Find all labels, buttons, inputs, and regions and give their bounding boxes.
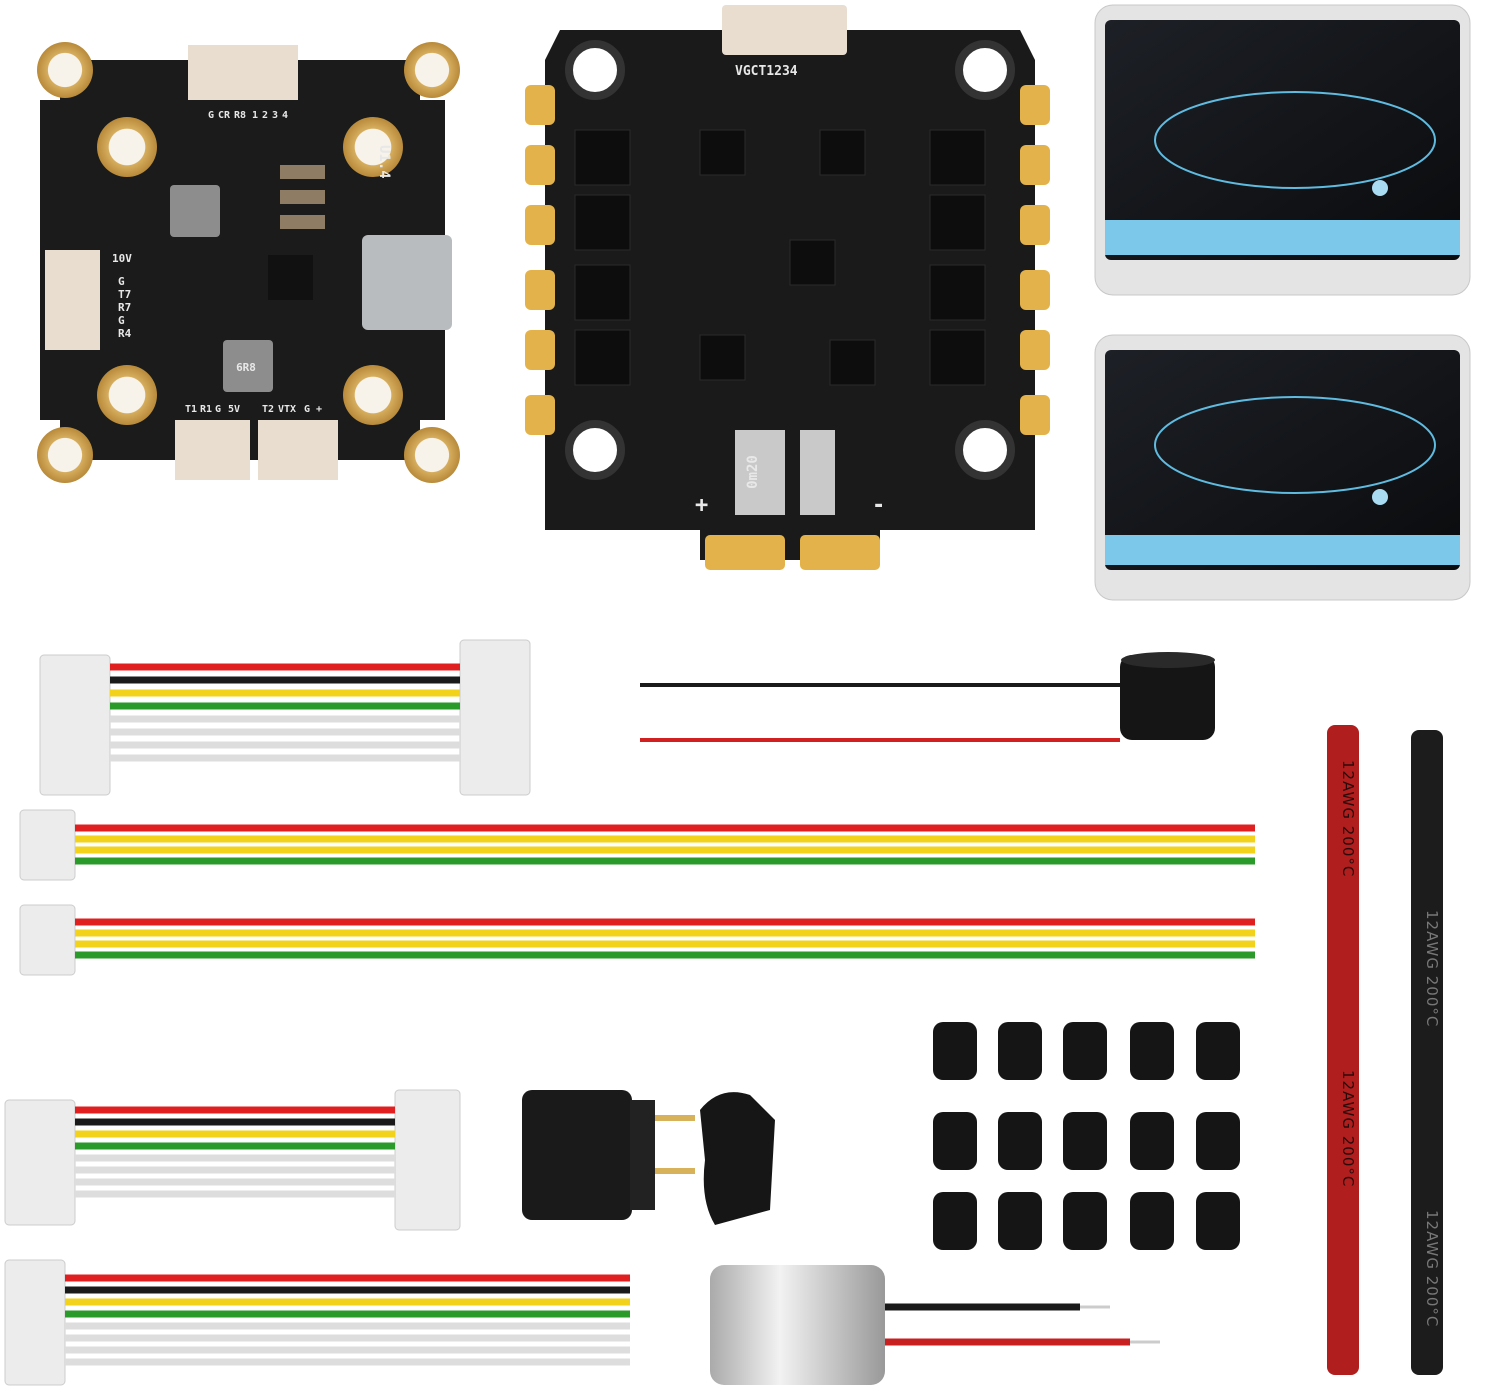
inductor [223,340,273,392]
xt60-connector [522,1090,775,1225]
cable-8pin-short [39,639,531,796]
top-pad-labels: G CR R8 1 2 3 4 [208,110,288,121]
svg-text:G: G [118,314,125,327]
capacitor [710,1265,1160,1385]
grommet [998,1192,1042,1250]
grommet [1196,1192,1240,1250]
svg-text:VTX: VTX [278,404,296,415]
esc-board: 0m20 VGCT1234 + - [525,5,1050,570]
svg-text:T2: T2 [262,404,274,415]
storage-box [1094,334,1471,601]
grommet [1130,1192,1174,1250]
mcu-chip [268,255,313,300]
grommet [1063,1022,1107,1080]
grommet [1063,1112,1107,1170]
grommet [1196,1112,1240,1170]
grommet [998,1112,1042,1170]
power-lead-red: 12AWG 200°C 12AWG 200°C [1327,725,1359,1375]
bottom-pad-labels: T1 R1 G 5V T2 VTX G + [185,404,322,415]
motor-pads [525,85,1050,570]
svg-text:G: G [304,404,310,415]
grommet [1130,1022,1174,1080]
grommet [1063,1192,1107,1250]
svg-text:CR: CR [218,110,231,121]
grommet [998,1022,1042,1080]
storage-box [1094,4,1471,296]
svg-text:+: + [316,404,322,415]
shunt-marking: 0m20 [745,455,761,489]
top-connector [188,45,298,100]
left-pad-labels: 10V G T7 R7 G R4 [112,252,132,340]
mosfets [574,129,986,386]
plus-label: + [695,493,708,518]
cable-8pin-short [4,1089,461,1231]
power-lead-black: 12AWG 200°C 12AWG 200°C [1411,730,1443,1375]
inductor-marking: 6R8 [236,361,256,374]
grommet [933,1112,977,1170]
svg-text:2: 2 [262,110,268,121]
svg-text:G: G [208,110,214,121]
svg-text:T7: T7 [118,288,131,301]
esc-header-label: VGCT1234 [735,64,798,79]
grommet [1130,1112,1174,1170]
svg-text:3: 3 [272,110,278,121]
current-shunt [735,430,785,515]
svg-text:4: 4 [282,110,288,121]
svg-text:G: G [215,404,221,415]
svg-text:T1: T1 [185,404,197,415]
usb-c-port [362,235,452,330]
cable-4pin-long [19,904,1255,976]
cable-4pin-long [19,809,1255,881]
cable-8pin-long [4,1259,630,1386]
grommet [1196,1022,1240,1080]
red-wire-label: 12AWG 200°C [1339,760,1357,877]
svg-text:R7: R7 [118,301,131,314]
grommet [933,1192,977,1250]
inductor [170,185,220,237]
version-label: U1.4 [376,145,392,179]
svg-text:R4: R4 [118,327,132,340]
svg-text:10V: 10V [112,252,132,265]
bottom-right-connector [258,420,338,480]
red-wire-label: 12AWG 200°C [1339,1070,1357,1187]
svg-text:R1: R1 [200,404,212,415]
black-wire-label: 12AWG 200°C [1423,1210,1441,1327]
black-wire-label: 12AWG 200°C [1423,910,1441,1027]
rubber-grommets [933,1022,1240,1250]
bottom-left-connector [175,420,250,480]
svg-text:R8: R8 [234,110,246,121]
svg-text:1: 1 [252,110,258,121]
svg-text:5V: 5V [228,404,240,415]
flight-controller-board: 6R8 U1.4 10V G T7 R7 G R4 G CR R8 1 2 3 … [37,42,460,483]
minus-label: - [872,493,885,518]
left-connector [45,250,100,350]
buzzer [640,652,1215,742]
grommet [933,1022,977,1080]
svg-text:G: G [118,275,125,288]
mounting-holes [37,42,460,483]
esc-connector [722,5,847,55]
